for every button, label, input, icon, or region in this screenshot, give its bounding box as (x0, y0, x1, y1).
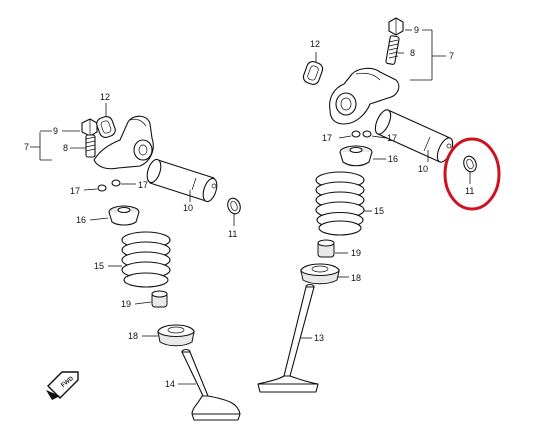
callout-19-right: 19 (351, 248, 361, 258)
callout-10-right: 10 (418, 164, 428, 174)
valve-seal-19-right (317, 239, 348, 258)
retainer-16-left (89, 205, 140, 226)
callout-13: 13 (314, 333, 324, 343)
callout-17-left-b: 17 (138, 180, 148, 190)
callout-9-right: 9 (414, 25, 419, 35)
washer-12-right (302, 52, 324, 85)
bracket-7-left (30, 130, 52, 161)
highlight-circle-11 (443, 137, 501, 211)
callout-17-right-b: 17 (387, 133, 397, 143)
adjust-screw-left (85, 134, 96, 158)
valve-spring-right (315, 171, 372, 236)
valve-spring-left (108, 231, 171, 288)
spring-seat-18-right (300, 263, 349, 285)
adjust-nut-left (81, 118, 98, 137)
washer-12-left (96, 103, 116, 138)
pin-17-right (338, 130, 387, 139)
adjust-screw-right (385, 35, 400, 65)
callout-17-right-a: 17 (322, 133, 332, 143)
spring-seat-18-left (142, 324, 195, 347)
pin-17-left (83, 179, 136, 192)
front-direction-arrow: FWD (46, 371, 79, 400)
valve-14 (178, 348, 241, 421)
retainer-16-right (339, 145, 386, 167)
callout-8-right: 8 (410, 48, 415, 58)
o-ring-11-right (463, 155, 477, 184)
right-valve-assembly: 9 8 7 12 17 17 16 10 11 15 19 18 13 (257, 17, 501, 393)
callout-12-right: 12 (310, 39, 320, 49)
rocker-shaft-left (146, 158, 218, 203)
callout-16-left: 16 (76, 215, 86, 225)
callout-18-left: 18 (128, 331, 138, 341)
left-valve-assembly: 7 8 9 12 17 17 10 11 16 15 19 18 14 (24, 92, 241, 421)
rocker-arm-right (329, 67, 400, 125)
callout-7-left: 7 (24, 142, 29, 152)
callout-18-right: 18 (351, 273, 361, 283)
valve-13 (257, 283, 319, 393)
rocker-shaft-right (374, 109, 454, 163)
callout-11-right: 11 (465, 186, 474, 196)
callout-15-right: 15 (374, 206, 384, 216)
callout-11-left: 11 (228, 229, 237, 239)
callout-15-left: 15 (94, 261, 104, 271)
callout-7-right: 7 (449, 51, 454, 61)
bracket-7-right (410, 29, 446, 81)
valve-seal-19-left (134, 290, 168, 308)
callout-17-left-a: 17 (70, 186, 80, 196)
callout-10-left: 10 (183, 203, 193, 213)
callout-14: 14 (165, 379, 175, 389)
o-ring-11-left (227, 197, 241, 226)
rocker-arm-left (93, 115, 154, 170)
callout-19-left: 19 (121, 299, 131, 309)
adjust-nut-right (388, 17, 404, 36)
callout-8-left: 8 (63, 143, 68, 153)
callout-16-right: 16 (388, 154, 398, 164)
callout-9-left: 9 (53, 126, 58, 136)
callout-12-left: 12 (100, 92, 110, 102)
